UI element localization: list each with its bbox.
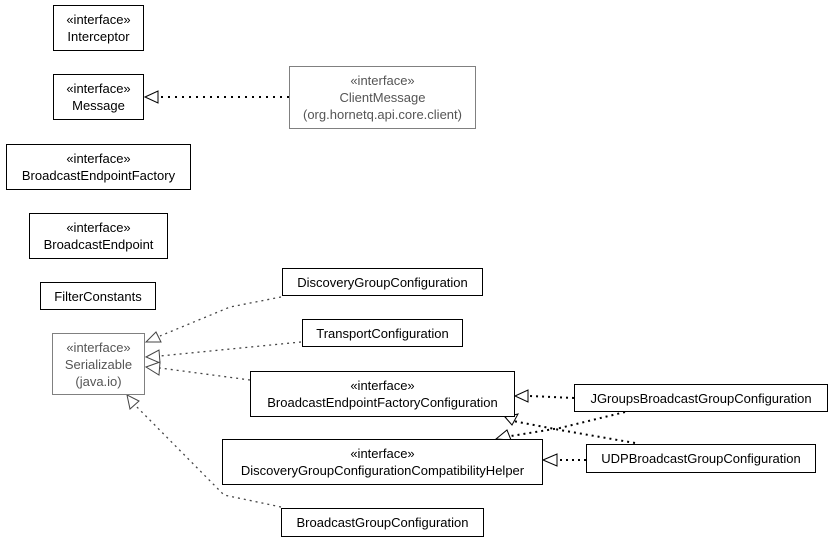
class-broadcast-endpoint[interactable]: «interface» BroadcastEndpoint (29, 213, 168, 259)
package-name: (org.hornetq.api.core.client) (303, 107, 462, 122)
stereotype-label: «interface» (66, 339, 131, 355)
class-name: BroadcastGroupConfiguration (296, 515, 469, 530)
class-name: FilterConstants (54, 288, 142, 304)
class-name: BroadcastEndpoint (43, 237, 154, 252)
arrowhead-message (143, 90, 159, 104)
edge-discoverygroup-serializable (159, 296, 282, 337)
stereotype-label: «interface» (66, 220, 131, 235)
stereotype-label: «interface» (350, 446, 415, 461)
arrowhead-serializable-2 (144, 349, 161, 364)
edge-jgroups-compat (504, 411, 626, 438)
arrowhead-bef-config-1 (513, 389, 529, 403)
arrowhead-serializable-1 (144, 331, 162, 343)
class-name: DiscoveryGroupConfigurationCompatibility… (240, 463, 525, 478)
arrowhead-serializable-4 (126, 394, 140, 410)
stereotype-label: «interface» (350, 73, 415, 88)
class-broadcast-endpoint-factory-configuration[interactable]: «interface» BroadcastEndpointFactoryConf… (250, 371, 515, 417)
edge-transport-serializable (159, 341, 302, 357)
class-udp-broadcast-group-configuration[interactable]: UDPBroadcastGroupConfiguration (586, 444, 816, 473)
class-name: Interceptor (67, 29, 130, 44)
class-filter-constants[interactable]: FilterConstants (40, 282, 156, 310)
class-name: DiscoveryGroupConfiguration (297, 274, 468, 290)
class-name: Serializable (64, 356, 133, 372)
stereotype-label: «interface» (350, 378, 415, 393)
class-name: JGroupsBroadcastGroupConfiguration (590, 390, 812, 406)
class-broadcast-endpoint-factory[interactable]: «interface» BroadcastEndpointFactory (6, 144, 191, 190)
package-name: (java.io) (75, 373, 122, 389)
stereotype-label: «interface» (66, 81, 131, 96)
class-interceptor[interactable]: «interface» Interceptor (53, 5, 144, 51)
edge-broadcastgroup-serializable (129, 399, 282, 508)
class-name: BroadcastEndpointFactoryConfiguration (267, 395, 498, 410)
class-serializable[interactable]: «interface» Serializable (java.io) (52, 333, 145, 395)
class-message[interactable]: «interface» Message (53, 74, 144, 120)
class-name: ClientMessage (339, 90, 426, 105)
stereotype-label: «interface» (66, 12, 131, 27)
edge-udp-bef-config (507, 419, 636, 444)
class-discovery-group-configuration-compatibility-helper[interactable]: «interface» DiscoveryGroupConfigurationC… (222, 439, 543, 485)
class-client-message[interactable]: «interface» ClientMessage (org.hornetq.a… (289, 66, 476, 129)
class-transport-configuration[interactable]: TransportConfiguration (302, 319, 463, 347)
class-name: UDPBroadcastGroupConfiguration (601, 451, 801, 466)
arrowhead-serializable-3 (144, 361, 161, 376)
stereotype-label: «interface» (66, 151, 131, 166)
edge-bef-config-serializable (159, 367, 251, 381)
class-name: Message (72, 98, 125, 113)
class-name: BroadcastEndpointFactory (21, 168, 176, 183)
edge-jgroups-bef-config (529, 395, 575, 399)
class-discovery-group-configuration[interactable]: DiscoveryGroupConfiguration (282, 268, 483, 296)
arrowhead-compat-2 (541, 453, 558, 467)
class-jgroups-broadcast-group-configuration[interactable]: JGroupsBroadcastGroupConfiguration (574, 384, 828, 412)
class-name: TransportConfiguration (316, 325, 449, 341)
class-broadcast-group-configuration[interactable]: BroadcastGroupConfiguration (281, 508, 484, 537)
